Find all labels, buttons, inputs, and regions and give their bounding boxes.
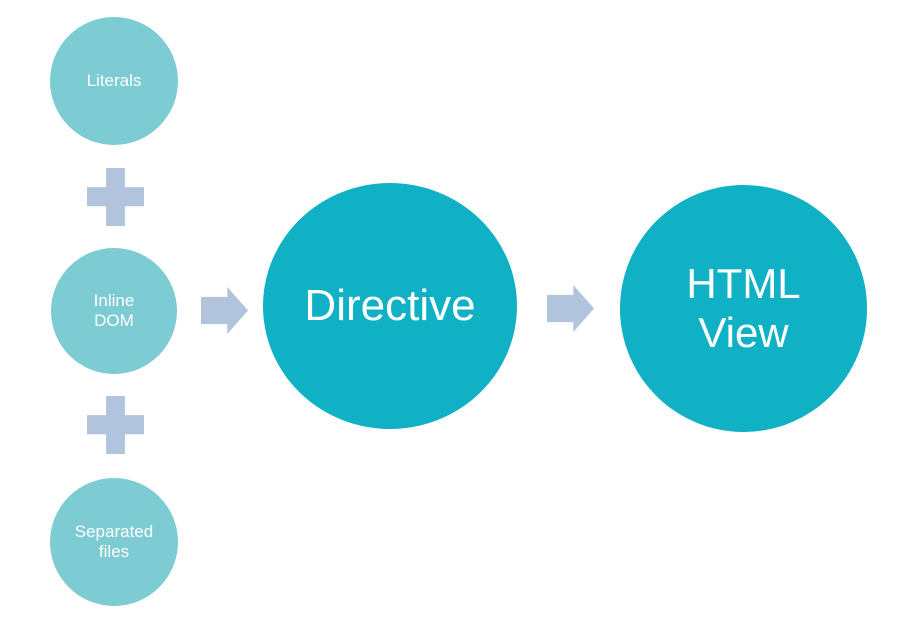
plus-icon: [87, 168, 144, 226]
plus-icon: [87, 396, 144, 454]
input-circle-inline-dom: Inline DOM: [51, 248, 177, 374]
input-circle-literals: Literals: [50, 17, 178, 145]
process-label-directive: Directive: [304, 281, 476, 330]
input-circle-separated-files: Separated files: [50, 478, 178, 606]
input-label-separated-files: Separated files: [74, 521, 154, 561]
input-label-inline-dom: Inline DOM: [93, 290, 135, 330]
arrow-right-icon: [547, 285, 594, 332]
input-label-literals: Literals: [86, 70, 142, 90]
output-circle-html-view: HTML View: [620, 185, 867, 432]
process-circle-directive: Directive: [263, 183, 517, 429]
arrow-right-icon: [201, 287, 248, 334]
output-label-html-view: HTML View: [686, 260, 801, 356]
